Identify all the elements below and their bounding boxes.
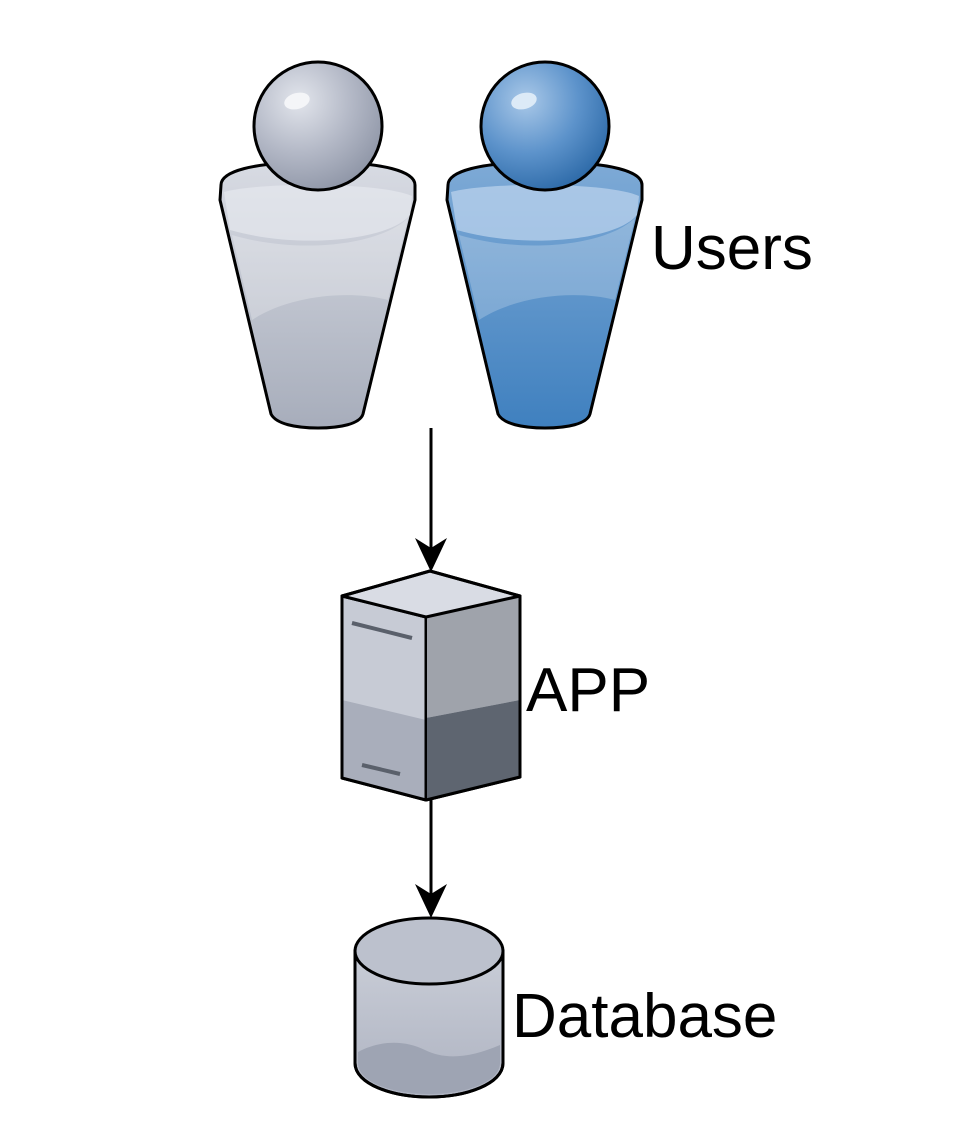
arrowhead-icon [415, 538, 447, 572]
edge-app-to-database [415, 800, 447, 918]
server-slot-bottom [361, 763, 401, 776]
users-icon[interactable] [218, 60, 644, 430]
user-gray-icon [218, 60, 417, 430]
edge-users-to-app [415, 428, 447, 572]
app-label: APP [526, 656, 651, 725]
database-icon[interactable] [353, 916, 505, 1099]
server-icon[interactable] [340, 569, 522, 802]
server-slot-top [351, 621, 413, 640]
user-blue-icon [445, 60, 644, 430]
users-label: Users [651, 214, 813, 283]
database-label: Database [512, 982, 778, 1051]
arrowhead-icon [415, 884, 447, 918]
